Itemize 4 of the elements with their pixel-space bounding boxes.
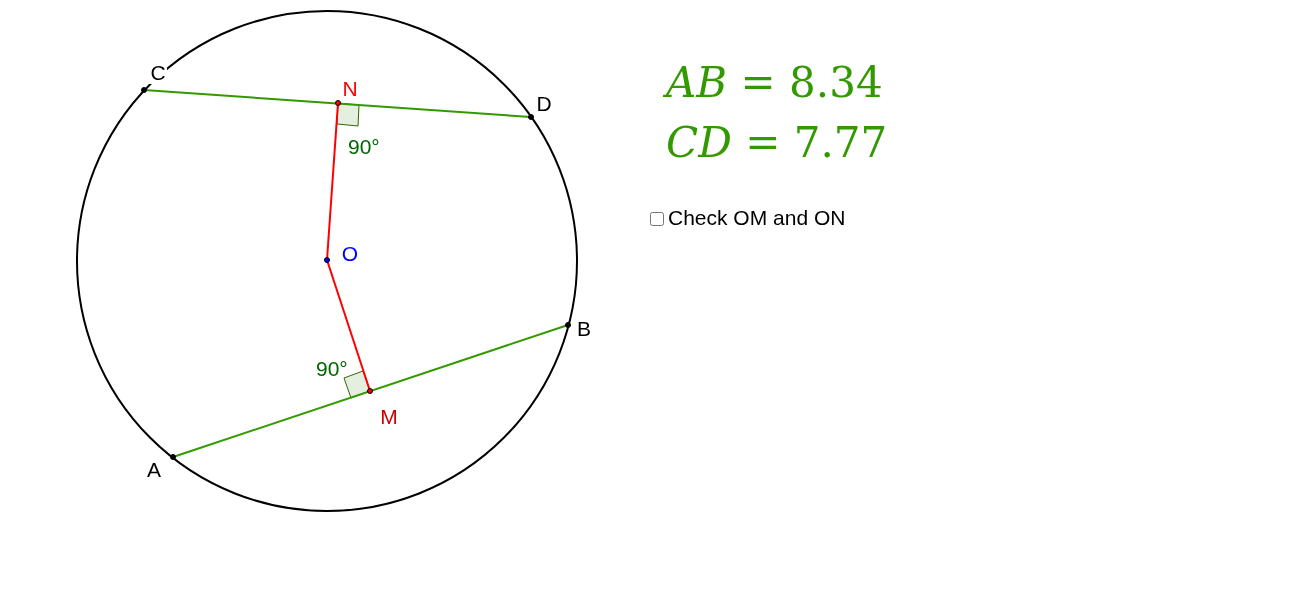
length-formula: CD = 7.77: [666, 118, 888, 167]
checkbox: Check OM and ON: [650, 206, 846, 230]
angle-label: 90°: [316, 357, 348, 381]
angle-label: 90°: [348, 135, 380, 159]
